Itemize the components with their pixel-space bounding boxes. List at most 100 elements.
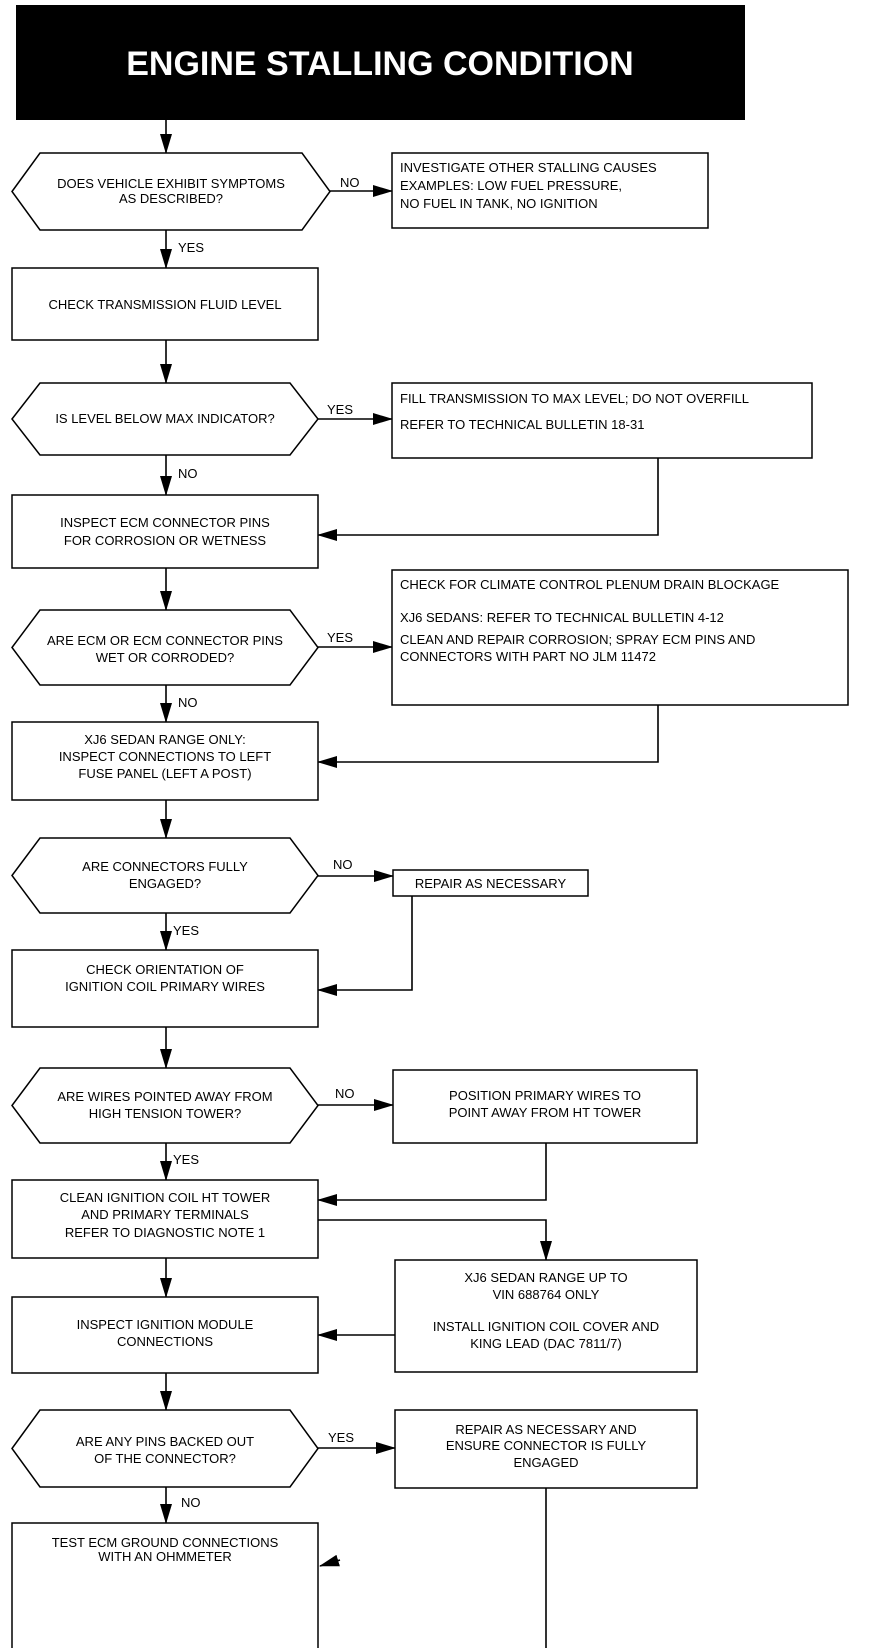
branch-label-d4: NO xyxy=(333,857,353,872)
node-text: ARE ECM OR ECM CONNECTOR PINS xyxy=(47,633,283,648)
title: ENGINE STALLING CONDITION xyxy=(126,45,633,83)
process-box xyxy=(11,1522,319,1648)
node-text: REFER TO DIAGNOSTIC NOTE 1 xyxy=(65,1225,265,1240)
node-text: XJ6 SEDANS: REFER TO TECHNICAL BULLETIN … xyxy=(400,610,724,625)
node-text: FUSE PANEL (LEFT A POST) xyxy=(78,766,251,781)
node-text: POINT AWAY FROM HT TOWER xyxy=(449,1105,642,1120)
process-box xyxy=(11,267,319,341)
node-text: CHECK FOR CLIMATE CONTROL PLENUM DRAIN B… xyxy=(400,577,780,592)
process-box xyxy=(394,1259,698,1373)
node-text: INSPECT ECM CONNECTOR PINS xyxy=(60,515,270,530)
node-text: FILL TRANSMISSION TO MAX LEVEL; DO NOT O… xyxy=(400,391,749,406)
decision-shape xyxy=(11,837,319,914)
decision-d6: ARE ANY PINS BACKED OUT OF THE CONNECTOR? xyxy=(11,1409,319,1488)
node-text: INSPECT IGNITION MODULE xyxy=(77,1317,254,1332)
process-d2-yes: FILL TRANSMISSION TO MAX LEVEL; DO NOT O… xyxy=(391,382,813,459)
node-text: VIN 688764 ONLY xyxy=(493,1287,600,1302)
process-p5-side: XJ6 SEDAN RANGE UP TO VIN 688764 ONLY INST… xyxy=(394,1259,698,1373)
node-text: ARE WIRES POINTED AWAY FROM xyxy=(57,1089,272,1104)
process-box xyxy=(11,949,319,1028)
decision-shape xyxy=(11,609,319,686)
node-text: WET OR CORRODED? xyxy=(96,650,234,665)
node-text: TEST ECM GROUND CONNECTIONS xyxy=(52,1535,279,1550)
connector-arrow xyxy=(317,896,413,996)
connector-arrow xyxy=(317,705,659,768)
branch-label-d1-down: YES xyxy=(178,240,204,255)
node-text: REFER TO TECHNICAL BULLETIN 18-31 xyxy=(400,417,644,432)
node-text: NO FUEL IN TANK, NO IGNITION xyxy=(400,196,598,211)
process-d5-no: POSITION PRIMARY WIRES TO POINT AWAY FROM… xyxy=(392,1069,698,1144)
decision-shape xyxy=(11,1409,319,1488)
decision-shape xyxy=(11,382,319,456)
process-p3: XJ6 SEDAN RANGE ONLY: INSPECT CONNECTIONS… xyxy=(11,721,319,801)
connector-arrow xyxy=(318,1219,552,1261)
node-text: INVESTIGATE OTHER STALLING CAUSES xyxy=(400,160,657,175)
branch-label-d5: NO xyxy=(335,1086,355,1101)
decision-d5: ARE WIRES POINTED AWAY FROM HIGH TENSION … xyxy=(11,1067,319,1144)
process-box xyxy=(11,721,319,801)
process-box xyxy=(392,869,589,897)
node-text: INSTALL IGNITION COIL COVER AND xyxy=(433,1319,659,1334)
node-text: FOR CORROSION OR WETNESS xyxy=(64,533,267,548)
process-p6: INSPECT IGNITION MODULE CONNECTIONS xyxy=(11,1296,319,1374)
decision-d4: ARE CONNECTORS FULLY ENGAGED? xyxy=(11,837,319,914)
process-box xyxy=(392,1069,698,1144)
branch-label-d1: NO xyxy=(340,175,360,190)
connector-arrow xyxy=(319,1554,341,1567)
branch-label-d2-down: NO xyxy=(178,466,198,481)
node-text: REPAIR AS NECESSARY AND xyxy=(455,1422,636,1437)
title-bar xyxy=(16,5,745,120)
process-p2: INSPECT ECM CONNECTOR PINS FOR CORROSION … xyxy=(11,494,319,569)
process-box xyxy=(11,1296,319,1374)
process-box xyxy=(391,152,709,229)
process-box xyxy=(11,494,319,569)
branch-label-d3: YES xyxy=(327,630,353,645)
node-text: CLEAN IGNITION COIL HT TOWER xyxy=(60,1190,270,1205)
node-text: ARE CONNECTORS FULLY xyxy=(82,859,248,874)
process-box xyxy=(391,382,813,459)
connector-arrow xyxy=(317,458,659,541)
connector-arrow xyxy=(317,1143,547,1206)
node-text: WITH AN OHMMETER xyxy=(98,1549,232,1564)
node-text: REPAIR AS NECESSARY xyxy=(415,876,567,891)
node-text: CONNECTIONS xyxy=(117,1334,213,1349)
process-d1-no: INVESTIGATE OTHER STALLING CAUSESEXAMPLE… xyxy=(391,152,709,229)
process-p4: CHECK ORIENTATION OF IGNITION COIL PRIMAR… xyxy=(11,949,319,1028)
process-d3-yes: CHECK FOR CLIMATE CONTROL PLENUM DRAIN B… xyxy=(391,569,849,706)
node-text: INSPECT CONNECTIONS TO LEFT xyxy=(59,749,271,764)
node-text: ARE ANY PINS BACKED OUT xyxy=(76,1434,254,1449)
process-box xyxy=(394,1409,698,1489)
decision-shape xyxy=(11,152,331,231)
node-text: CHECK TRANSMISSION FLUID LEVEL xyxy=(48,297,281,312)
node-text: DOES VEHICLE EXHIBIT SYMPTOMS xyxy=(57,176,285,191)
process-box xyxy=(11,1179,319,1259)
branch-label-d5-down: YES xyxy=(173,1152,199,1167)
node-text: ENGAGED? xyxy=(129,876,201,891)
node-text: HIGH TENSION TOWER? xyxy=(89,1106,241,1121)
node-text: IGNITION COIL PRIMARY WIRES xyxy=(65,979,265,994)
decision-shape xyxy=(11,1067,319,1144)
branch-label-d3-down: NO xyxy=(178,695,198,710)
node-text: CHECK ORIENTATION OF xyxy=(86,962,244,977)
node-text: XJ6 SEDAN RANGE UP TO xyxy=(464,1270,627,1285)
node-text: ENGAGED xyxy=(513,1455,578,1470)
node-text: XJ6 SEDAN RANGE ONLY: xyxy=(84,732,246,747)
branch-label-d2: YES xyxy=(327,402,353,417)
branch-label-d6: YES xyxy=(328,1430,354,1445)
node-text: CLEAN AND REPAIR CORROSION; SPRAY ECM PI… xyxy=(400,632,755,647)
node-text: OF THE CONNECTOR? xyxy=(94,1451,236,1466)
process-p1: CHECK TRANSMISSION FLUID LEVEL xyxy=(11,267,319,341)
process-d4-no: REPAIR AS NECESSARY xyxy=(392,869,589,897)
node-text: POSITION PRIMARY WIRES TO xyxy=(449,1088,641,1103)
node-text: IS LEVEL BELOW MAX INDICATOR? xyxy=(55,411,274,426)
node-text: CONNECTORS WITH PART NO JLM 11472 xyxy=(400,649,656,664)
branch-label-d4-down: YES xyxy=(173,923,199,938)
decision-d3: ARE ECM OR ECM CONNECTOR PINS WET OR CORR… xyxy=(11,609,319,686)
